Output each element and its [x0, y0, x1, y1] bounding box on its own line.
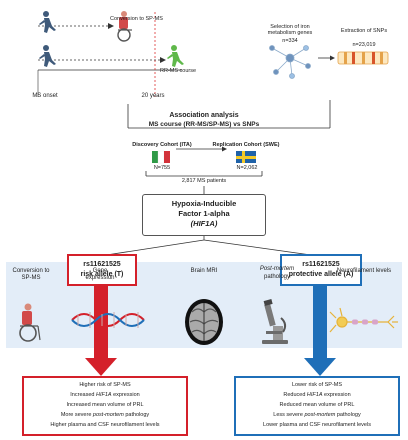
- replication-n: N=2,062: [236, 165, 258, 171]
- gene-symbol: (HIF1A): [190, 219, 218, 228]
- neuron-icon: [329, 307, 398, 333]
- discovery-n: N=755: [153, 165, 171, 171]
- protective-snp: rs11621525: [302, 261, 340, 268]
- selection-label: Selection of iron metabolism genes: [267, 24, 313, 37]
- panel-neurofilament: Neurofilament levels: [336, 268, 392, 274]
- gene-line1: Hypoxia-Inducible: [171, 199, 237, 208]
- panel-postmortem-rest: pathology: [263, 274, 291, 280]
- brain-mri-icon: [185, 299, 223, 345]
- runner-icon: [39, 11, 56, 33]
- protective-outcome-2: Reduced HIF1A expression: [283, 392, 351, 398]
- risk-outcome-3: Increased mean volume of PRL: [66, 402, 144, 408]
- italy-flag-icon: [152, 150, 170, 164]
- network-icon: [269, 45, 311, 79]
- risk-outcome-1: Higher risk of SP-MS: [79, 382, 131, 388]
- risk-allele-box: rs11621525 risk allele (T): [67, 254, 137, 286]
- years-label: 20 years: [141, 93, 165, 99]
- panel-conversion: Conversion to SP-MS: [12, 268, 50, 281]
- snps-count: n=23,019: [352, 42, 376, 48]
- protective-outcome-4: Less severe post-mortem pathology: [273, 412, 361, 418]
- genes-count: n=334: [282, 38, 298, 44]
- risk-outcomes-box: Higher risk of SP-MS Increased HIF1A exp…: [22, 376, 188, 436]
- conversion-label: Conversion to SP-MS: [110, 16, 163, 22]
- replication-label: Replication Cohort (SWE): [212, 142, 280, 148]
- rrms-label: RR-MS course: [160, 68, 197, 74]
- risk-allele-label: risk allele (T): [80, 271, 124, 278]
- gene-line2: Factor 1-alpha: [178, 209, 230, 218]
- association-title: Association analysis: [169, 112, 239, 119]
- risk-outcome-5: Higher plasma and CSF neurofilament leve…: [50, 422, 160, 428]
- protective-outcome-1: Lower risk of SP-MS: [291, 382, 343, 388]
- protective-allele-label: protective allele (A): [288, 271, 354, 278]
- panel-brain-mri: Brain MRI: [190, 268, 218, 274]
- hif1a-box: Hypoxia-Inducible Factor 1-alpha (HIF1A): [142, 194, 266, 236]
- risk-outcome-4: More severe post-mortem pathology: [60, 412, 150, 418]
- runner-icon: [167, 45, 184, 67]
- panel-gene-expression: Gene expression: [85, 268, 115, 281]
- risk-outcome-2: Increased HIF1A expression: [70, 392, 140, 398]
- panel-postmortem-italic: Post-mortem: [259, 266, 295, 272]
- risk-arrow: [85, 284, 117, 376]
- runner-icon: [39, 45, 56, 67]
- dna-strip-icon: [337, 51, 389, 65]
- association-subtitle: MS course (RR-MS/SP-MS) vs SNPs: [148, 121, 260, 128]
- protective-allele-box: rs11621525 protective allele (A): [280, 254, 362, 286]
- sweden-flag-icon: [236, 151, 256, 163]
- protective-outcome-3: Reduced mean volume of PRL: [279, 402, 355, 408]
- wheelchair-icon: [19, 303, 41, 342]
- protective-outcomes-box: Lower risk of SP-MS Reduced HIF1A expres…: [234, 376, 400, 436]
- risk-snp: rs11621525: [83, 261, 121, 268]
- extraction-label: Extraction of SNPs: [340, 28, 388, 34]
- wheelchair-icon: [117, 11, 132, 42]
- microscope-icon: [262, 299, 288, 344]
- discovery-label: Discovery Cohort (ITA): [132, 142, 192, 148]
- dna-helix-icon: [71, 312, 145, 328]
- protective-arrow: [304, 284, 336, 376]
- protective-outcome-5: Lower plasma and CSF neurofilament level…: [263, 422, 371, 428]
- total-patients: 2,817 MS patients: [181, 178, 227, 184]
- ms-onset-label: MS onset: [32, 93, 58, 99]
